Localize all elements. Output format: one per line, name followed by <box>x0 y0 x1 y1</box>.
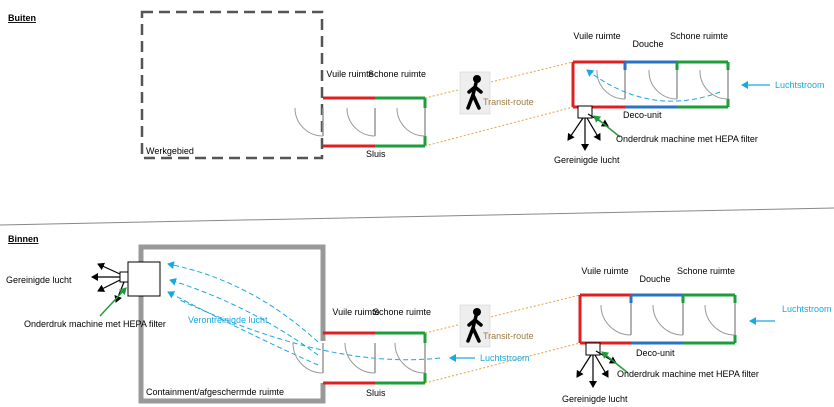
airlock-dirty-label-1: Vuile ruimte <box>326 69 373 79</box>
airlock-door-3-swing <box>396 107 426 137</box>
transit-line-top-inside <box>424 294 581 334</box>
deco-dirty-label-2: Vuile ruimte <box>581 266 628 276</box>
airlock-door-2-swing <box>346 107 376 137</box>
machine-inside-pointer <box>601 351 629 374</box>
contaminated-air-arc-4 <box>179 299 441 361</box>
outside-section: Buiten Werkgebied Vuile ruimte Schone ru… <box>8 10 825 165</box>
machine-inside-label: Onderdruk machine met HEPA filter <box>617 369 759 379</box>
airlock-dirty-label-2: Vuile ruimte <box>332 307 379 317</box>
deco-clean-label-1: Schone ruimte <box>670 31 728 41</box>
deco-shower-label-2: Douche <box>639 274 670 284</box>
cleaned-air-left-label: Gereinigde lucht <box>6 275 72 285</box>
hepa-machine-left-outlet <box>119 271 129 283</box>
transit-line-bottom <box>424 106 574 147</box>
exhaust-left-3 <box>97 279 121 292</box>
exhaust-left-1 <box>97 262 121 275</box>
inside-section: Binnen Containment/afgeschermde ruimte G… <box>6 234 832 404</box>
deco-shower-label: Douche <box>632 39 663 49</box>
machine-left-pointer <box>99 287 127 317</box>
outside-airlock: Vuile ruimte Schone ruimte Sluis <box>294 69 427 159</box>
airlock-clean-label-1: Schone ruimte <box>368 69 426 79</box>
deco-unit-label: Deco-unit <box>623 110 662 120</box>
outside-deco-unit: Vuile ruimte Douche Schone ruimte Deco-u… <box>571 31 730 120</box>
deco-airflow-arc <box>586 69 721 102</box>
contaminated-air-label: Verontreinigde lucht <box>188 315 268 325</box>
walking-person-icon-inside <box>459 304 491 348</box>
airlock-door-1-swing <box>294 107 324 137</box>
transit-label-inside: Transit-route <box>483 331 534 341</box>
contaminated-air-arc-3 <box>167 291 319 366</box>
containment-room <box>138 244 326 404</box>
airlock-clean-label-2: Schone ruimte <box>373 307 431 317</box>
deco-dirty-label-1: Vuile ruimte <box>573 31 620 41</box>
section-divider <box>0 207 834 226</box>
cleaned-air-label: Gereinigde lucht <box>554 155 620 165</box>
hepa-machine <box>577 105 593 119</box>
transit-line-bottom-inside <box>424 342 581 384</box>
airlock-label: Sluis <box>366 149 386 159</box>
walking-person-icon <box>459 71 491 115</box>
airflow-label: Luchtstroom <box>775 80 825 90</box>
contaminated-air-arc-2 <box>169 277 319 356</box>
containment-label: Containment/afgeschermde ruimte <box>146 387 284 397</box>
work-area <box>140 10 324 160</box>
transit-line-top <box>424 61 574 99</box>
hepa-machine-left <box>127 261 161 297</box>
exhaust-arrow-1 <box>567 117 584 141</box>
airflow-right-label: Luchtstroom <box>782 304 832 314</box>
work-area-label: Werkgebied <box>146 146 194 156</box>
outside-heading: Buiten <box>8 13 36 23</box>
machine-pointer <box>593 115 621 138</box>
airflow-mid-label: Luchtstroom <box>480 353 530 363</box>
inside-heading: Binnen <box>8 234 39 244</box>
inside-deco-unit: Vuile ruimte Douche Schone ruimte Deco-u… <box>578 266 737 358</box>
airlock-label-inside: Sluis <box>366 388 386 398</box>
exhaust-arrow-3 <box>586 117 601 141</box>
transit-label: Transit-route <box>483 97 534 107</box>
machine-left-label: Onderdruk machine met HEPA filter <box>24 319 166 329</box>
deco-clean-label-2: Schone ruimte <box>677 266 735 276</box>
cleaned-air-inside-label: Gereinigde lucht <box>562 394 628 404</box>
inside-airlock: Vuile ruimte Schone ruimte Sluis <box>292 307 431 398</box>
machine-left-label-line: Onderdruk machine met HEPA filter <box>24 319 166 329</box>
deco-unit-label-2: Deco-unit <box>636 348 675 358</box>
machine-label: Onderdruk machine met HEPA filter <box>616 134 758 144</box>
hepa-machine-inside <box>585 342 601 356</box>
